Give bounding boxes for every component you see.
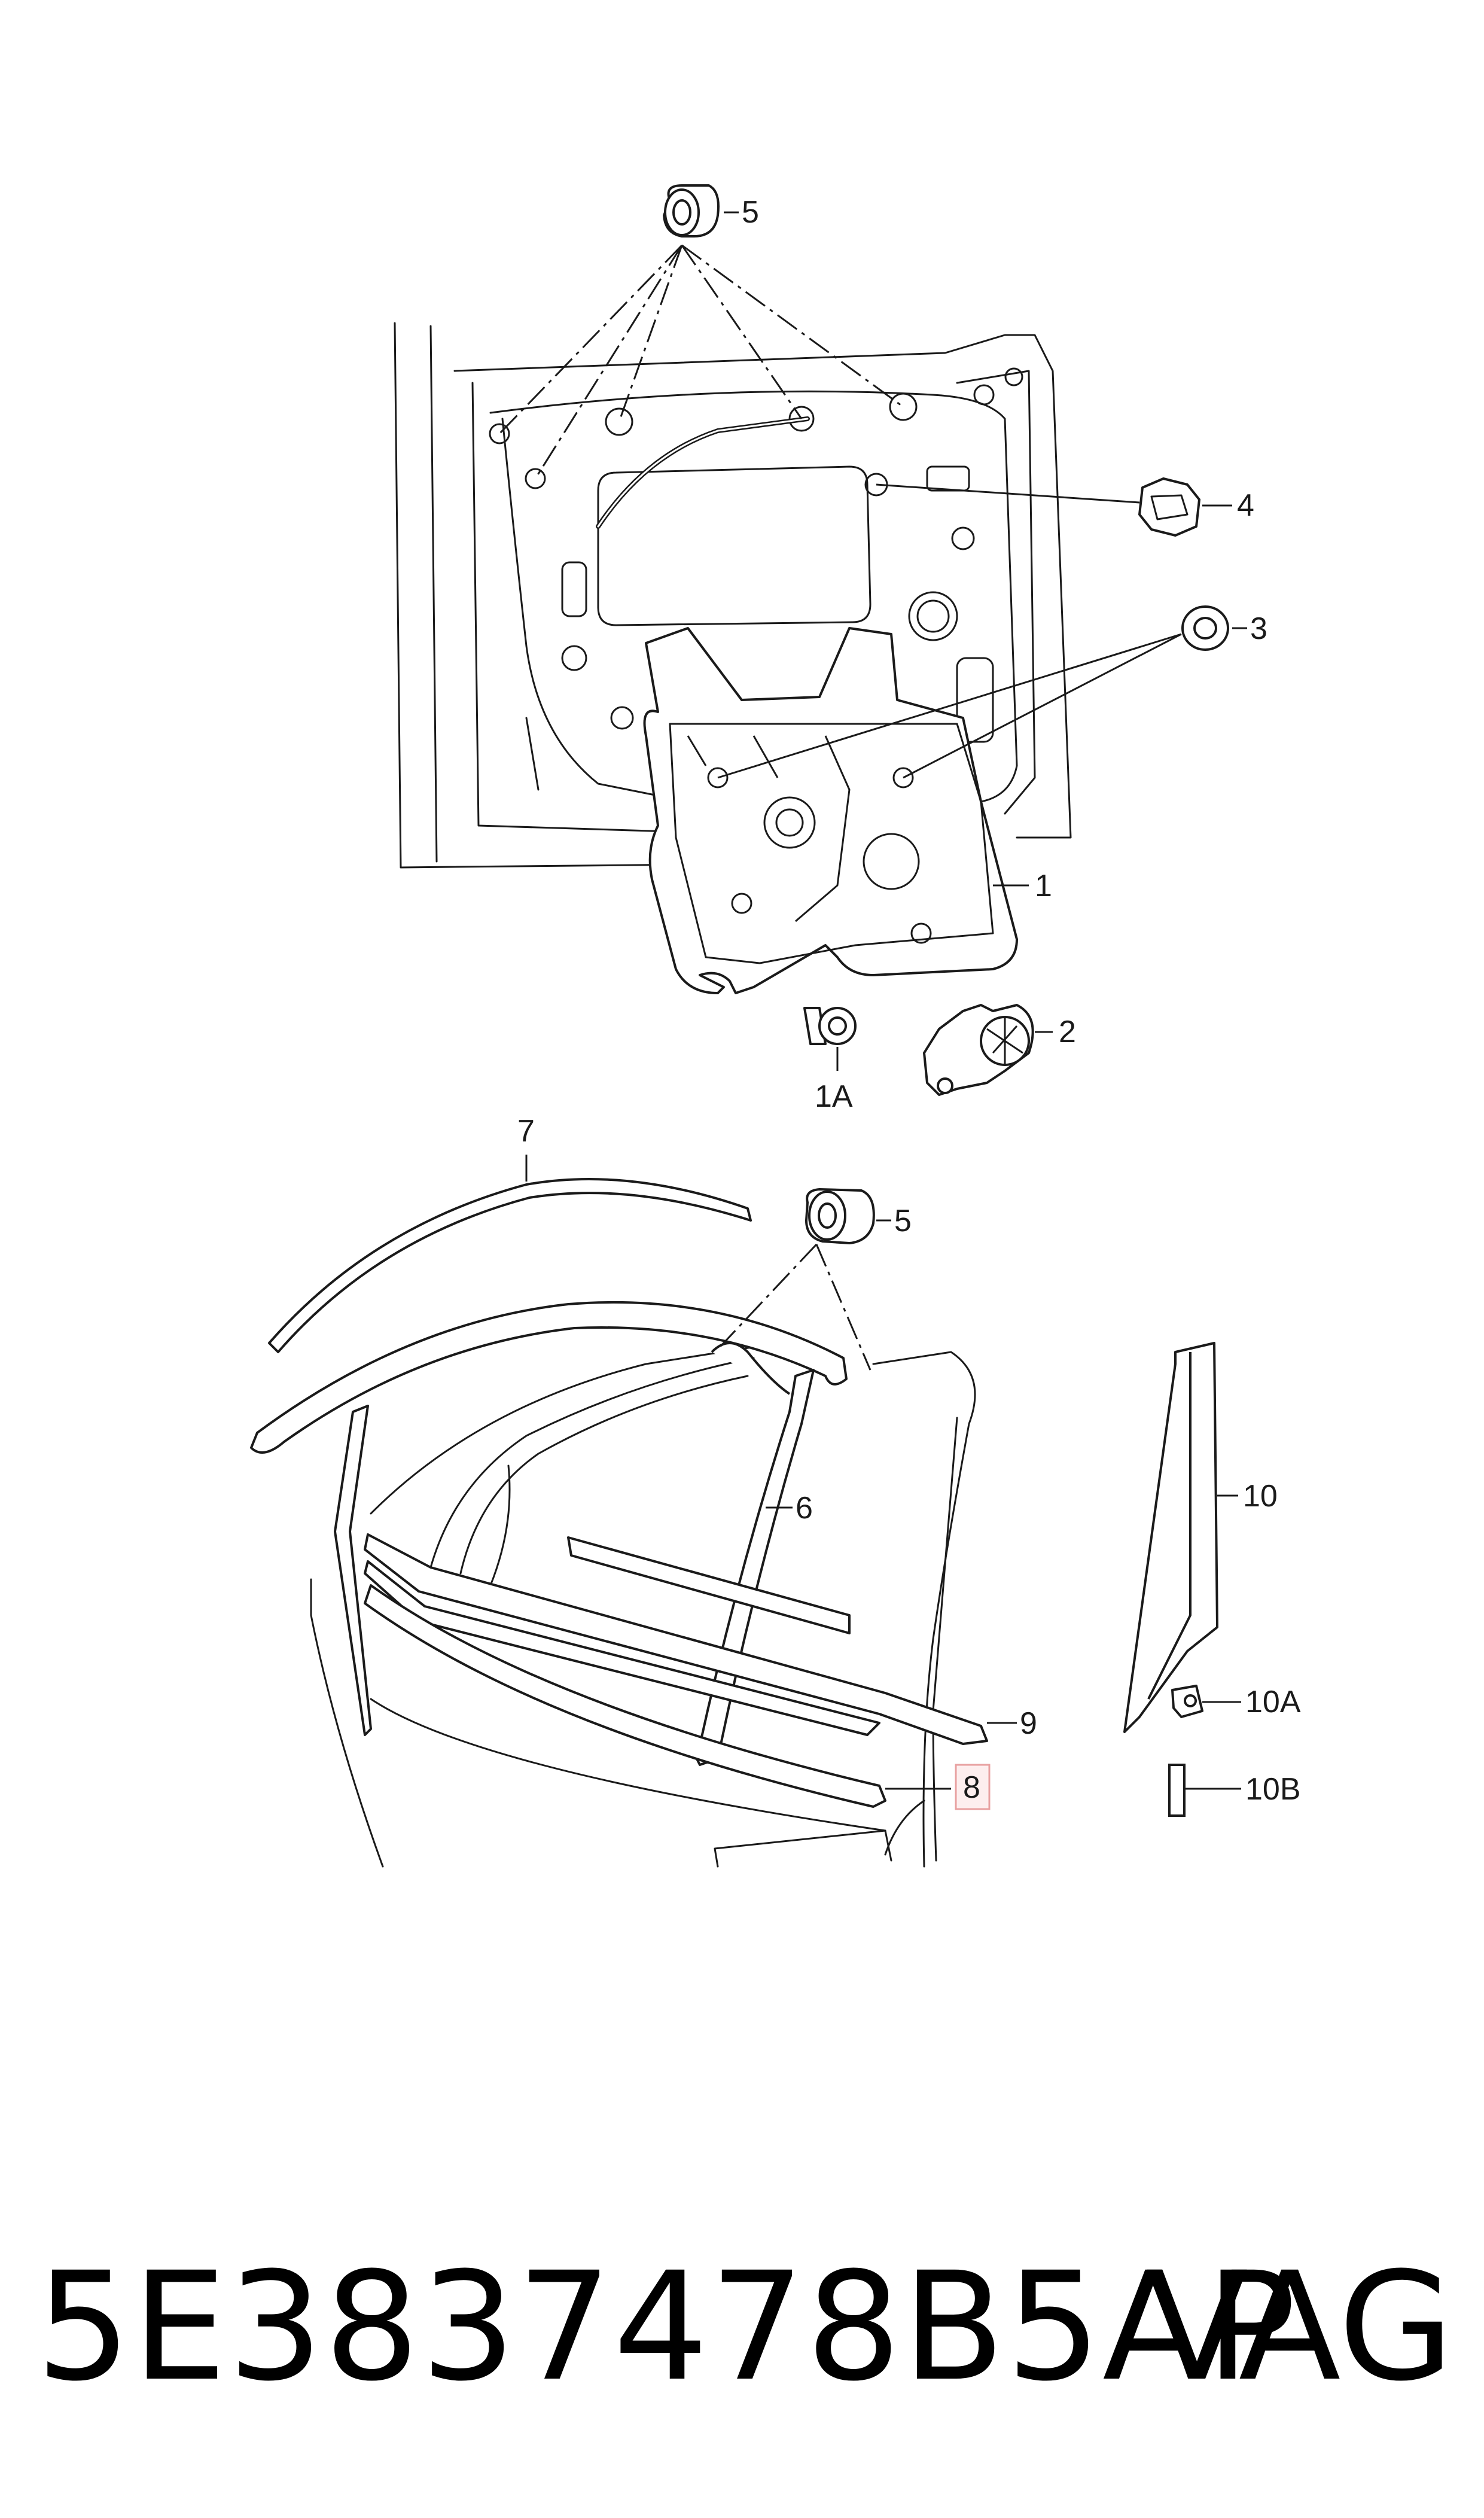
window-motor-part [923, 1004, 1034, 1096]
callout-10: 10 [1243, 1479, 1278, 1514]
roof-seal-strip [268, 1178, 752, 1353]
pad-part [1168, 1764, 1186, 1817]
adhesive-pad-part-top [662, 184, 720, 238]
callout-9: 9 [1020, 1706, 1037, 1741]
adhesive-pad-part-bottom [805, 1188, 875, 1245]
callout-10b: 10B [1245, 1772, 1301, 1807]
callout-highlight-8 [955, 1764, 991, 1810]
callout-3: 3 [1250, 611, 1267, 646]
callout-leaders-lower-solid [525, 1155, 1241, 1790]
part-number-footer: 5E3837478B5AP VAG [0, 2240, 1484, 2414]
callout-5-bottom: 5 [894, 1204, 912, 1238]
callout-10a: 10A [1245, 1685, 1301, 1719]
callout-1a: 1A [815, 1079, 853, 1114]
callout-4: 4 [1237, 488, 1254, 523]
pillar-trim-part [1123, 1342, 1218, 1733]
callout-7: 7 [517, 1114, 535, 1149]
bolt-part [803, 1007, 857, 1045]
callout-8: 8 [963, 1770, 980, 1805]
callout-leaders-lower-dashed [720, 1243, 871, 1371]
clip-part [1171, 1685, 1203, 1718]
callout-6: 6 [796, 1491, 813, 1526]
hex-nut-part [1138, 477, 1200, 537]
callout-5-top: 5 [742, 195, 759, 230]
window-regulator-plate [643, 627, 1018, 994]
callout-leaders-upper-solid [717, 211, 1247, 1071]
grommet-part [1181, 605, 1229, 651]
callout-1: 1 [1035, 869, 1052, 903]
callout-leaders-upper [498, 244, 904, 479]
beltline-seals [364, 1533, 988, 1808]
part-code: 5E3837478B5AP [36, 2240, 1297, 2414]
callout-2: 2 [1059, 1015, 1076, 1049]
brand-name: VAG [1145, 2240, 1454, 2414]
